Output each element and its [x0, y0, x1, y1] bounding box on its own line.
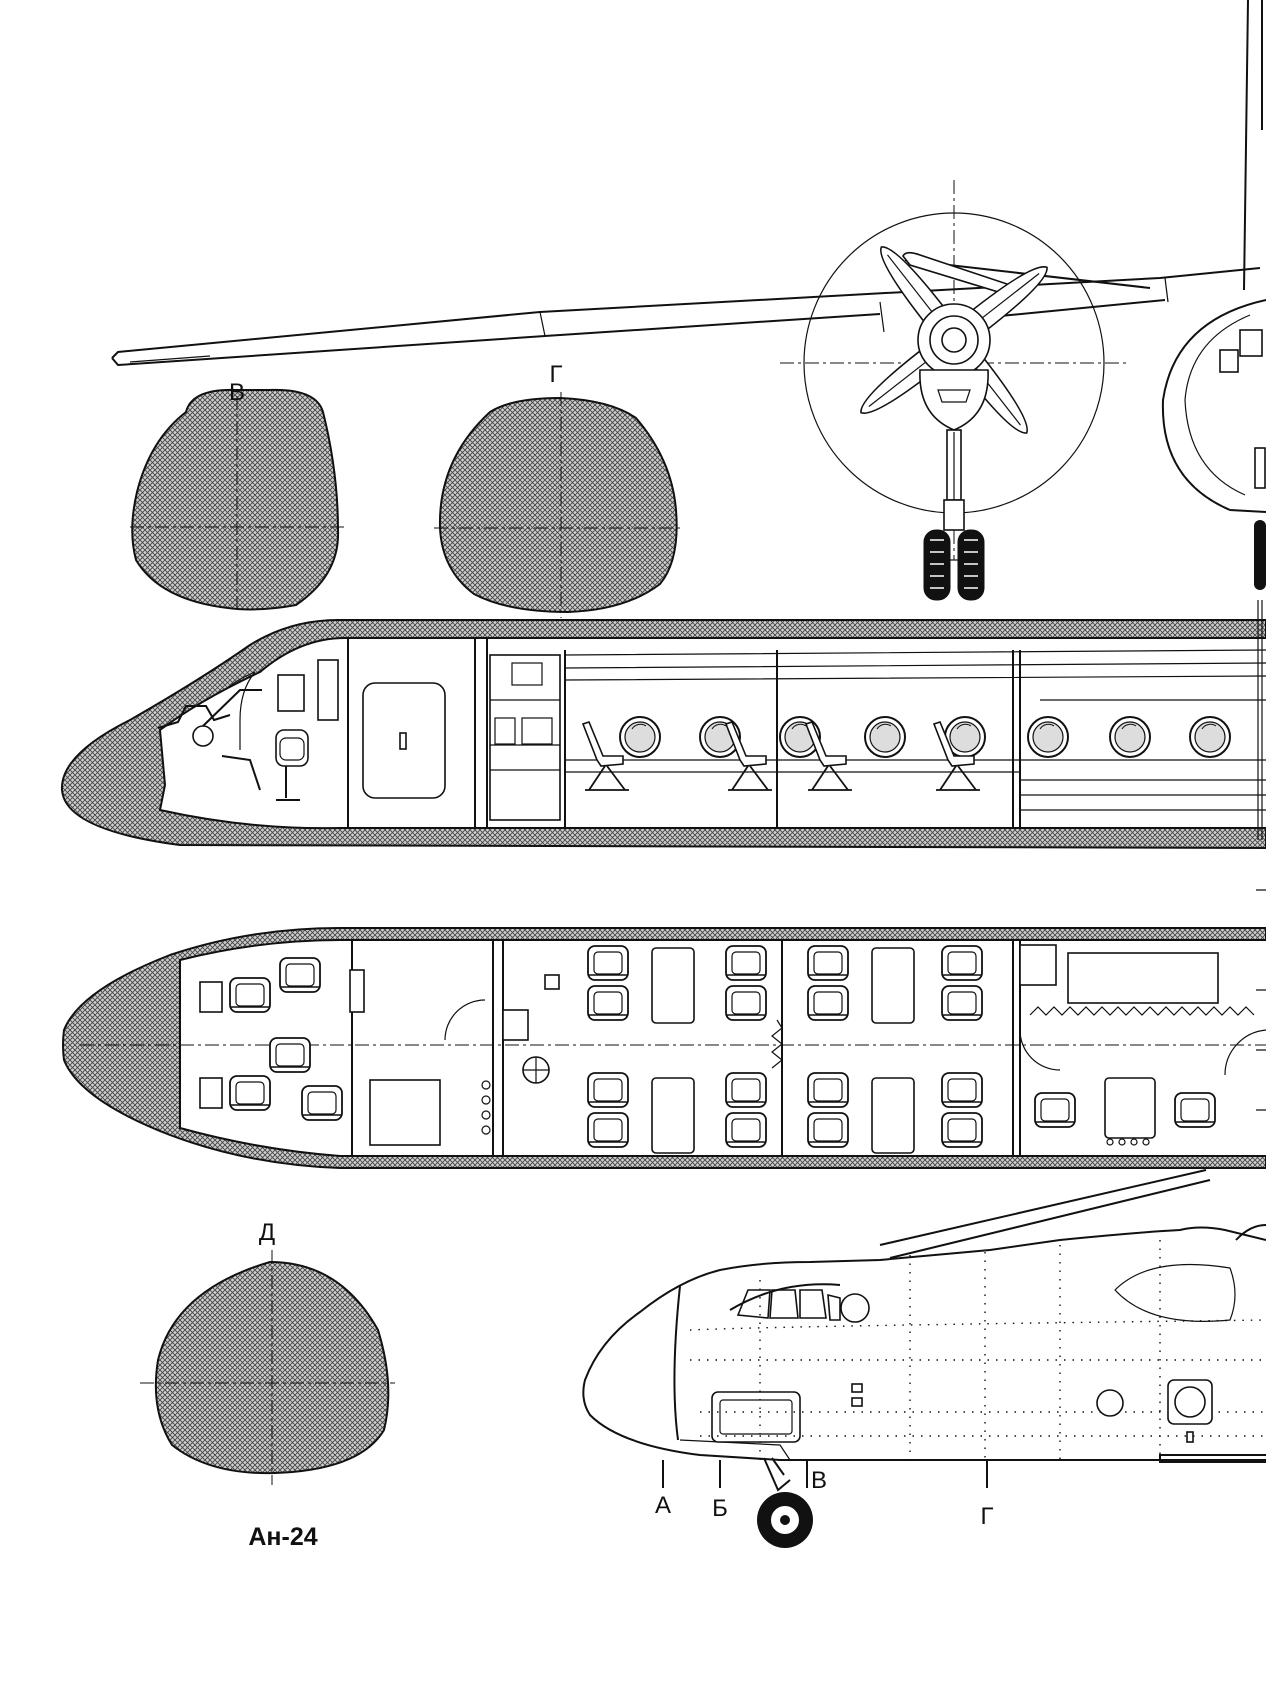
section-label-v: В — [229, 379, 245, 406]
front-view-wing — [111, 267, 1261, 367]
landing-gear-icon — [923, 429, 985, 601]
front-view-fuselage-edge — [1161, 0, 1266, 590]
pilot-seat — [229, 957, 343, 1121]
pilot-seat — [275, 729, 309, 801]
porthole-icon — [619, 716, 1231, 758]
side-cutaway — [60, 619, 1266, 850]
right-edge-details — [1256, 600, 1266, 1111]
section-label-g-side: Г — [981, 1503, 994, 1530]
section-label-g-top: Г — [550, 361, 563, 388]
section-d: Д — [140, 1219, 395, 1485]
side-elevation: А Б В Г — [582, 1169, 1266, 1548]
section-g: Г — [434, 361, 684, 618]
aircraft-title: Ан-24 — [248, 1523, 317, 1551]
section-label-b: Б — [712, 1495, 728, 1522]
section-label-v-side: В — [811, 1467, 827, 1494]
section-label-a: А — [655, 1492, 671, 1519]
section-label-d: Д — [259, 1219, 275, 1246]
plan-cutaway — [62, 927, 1266, 1169]
propeller-icon — [780, 180, 1151, 560]
section-v: В — [130, 379, 346, 612]
